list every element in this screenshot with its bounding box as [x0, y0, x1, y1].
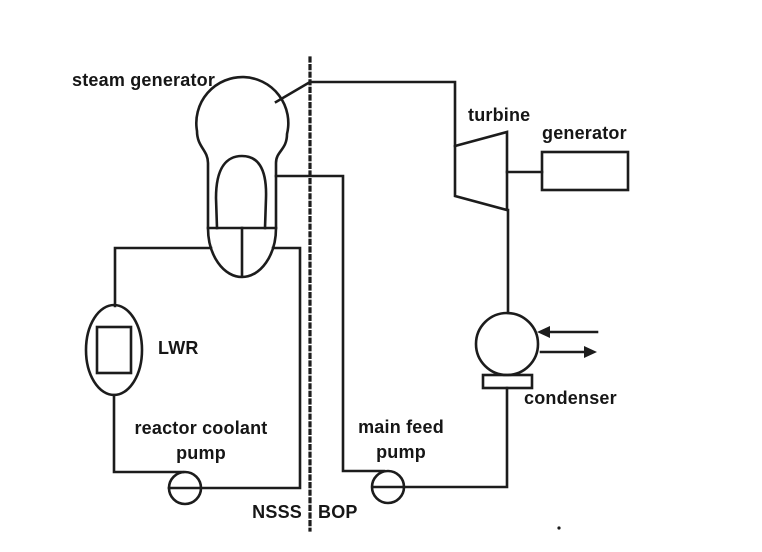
reactor-coolant-pump-label-line2: pump: [176, 443, 226, 463]
reactor-vessel-symbol: [84, 303, 144, 397]
condenser-hotwell-symbol: [481, 373, 534, 390]
cooling-water-inlet-arrow: [537, 326, 599, 338]
generator-symbol: [540, 150, 630, 192]
condenser-label: condenser: [524, 388, 617, 408]
primary-hot-leg-pipe: [113, 246, 213, 308]
steam-generator-label: steam generator: [72, 70, 216, 90]
reactor-coolant-pump-label: reactor coolant pump: [111, 416, 291, 466]
steam-generator-symbol: [195, 75, 290, 279]
nsss-label: NSSS: [252, 502, 302, 522]
main-feed-pump-label-line1: main feed: [358, 417, 444, 437]
condenser-symbol: [474, 311, 540, 377]
steam-generator-utube-bundle: [214, 154, 268, 230]
scan-speck: [557, 526, 561, 530]
main-feed-pump-symbol: [370, 469, 406, 505]
turbine-symbol: [453, 130, 509, 212]
main-feed-pump-label: main feed pump: [311, 415, 491, 465]
main-feed-pump-label-line2: pump: [376, 442, 426, 462]
reactor-label: LWR: [158, 338, 199, 358]
condensate-pipe: [371, 386, 509, 489]
generator-label: generator: [542, 123, 627, 143]
reactor-core-symbol: [95, 325, 133, 375]
cooling-water-outlet-arrow: [539, 346, 597, 358]
reactor-outlet-pipe: [112, 393, 185, 474]
primary-cold-leg-pipe: [167, 246, 302, 490]
turbine-label: turbine: [468, 105, 531, 125]
bop-label: BOP: [318, 502, 358, 522]
steam-line-pipe: [274, 80, 457, 148]
reactor-coolant-pump-label-line1: reactor coolant: [134, 418, 268, 438]
feedwater-line-pipe: [274, 174, 386, 473]
